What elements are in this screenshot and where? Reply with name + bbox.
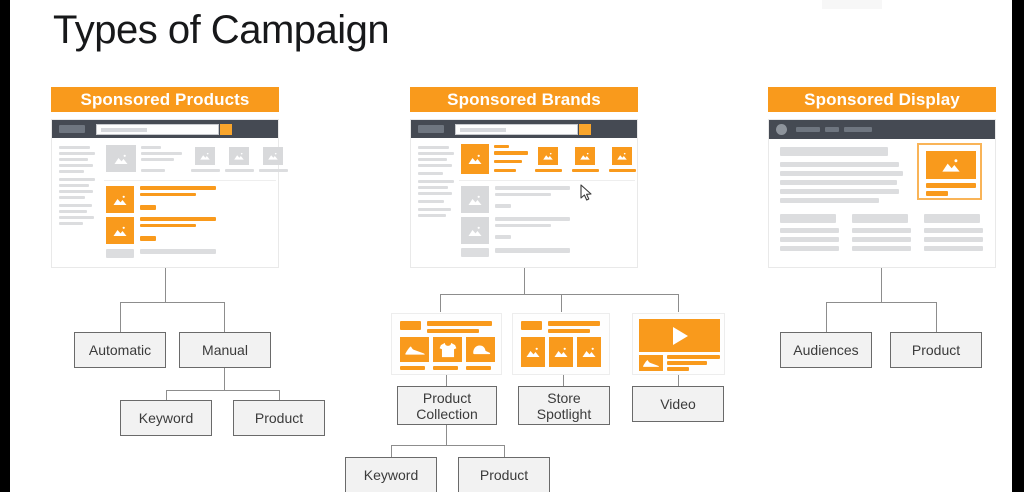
search-icon[interactable] — [579, 124, 591, 135]
nav-item[interactable] — [844, 127, 872, 132]
connector — [440, 294, 678, 295]
search-input[interactable] — [455, 124, 578, 135]
brand-image-placeholder-icon — [538, 147, 558, 165]
brand-image-placeholder-icon — [461, 144, 489, 174]
mockup-sponsored-products — [51, 119, 288, 268]
connector — [120, 302, 121, 332]
brand-image-placeholder-icon — [575, 147, 595, 165]
node-sd-product[interactable]: Product — [890, 332, 982, 368]
node-sp-keyword[interactable]: Keyword — [120, 400, 212, 436]
mock-body — [52, 138, 288, 267]
connector — [504, 445, 505, 457]
connector — [936, 302, 937, 332]
banner-sponsored-products: Sponsored Products — [51, 87, 279, 112]
t-shirt-icon — [433, 337, 462, 362]
connector — [166, 390, 167, 400]
image-placeholder-icon — [229, 147, 249, 165]
image-placeholder-icon — [195, 147, 215, 165]
amazon-logo-icon — [418, 125, 444, 133]
node-manual[interactable]: Manual — [179, 332, 271, 368]
connector — [165, 268, 166, 302]
image-placeholder-icon — [549, 337, 573, 367]
node-audiences[interactable]: Audiences — [780, 332, 872, 368]
banner-sponsored-display: Sponsored Display — [768, 87, 996, 112]
connector — [391, 445, 504, 446]
thumbnail-video — [632, 313, 725, 375]
image-placeholder-icon — [521, 337, 545, 367]
connector — [224, 302, 225, 332]
mock-body — [411, 138, 637, 267]
search-input[interactable] — [96, 124, 219, 135]
slide-canvas: Types of Campaign Sponsored Products Spo… — [10, 0, 1012, 492]
node-store-spotlight[interactable]: Store Spotlight — [518, 386, 610, 425]
avatar — [776, 124, 787, 135]
connector — [826, 302, 936, 303]
mock-navbar — [769, 120, 995, 139]
connector — [561, 294, 562, 312]
sponsored-image-placeholder-icon — [106, 186, 134, 213]
node-product-collection[interactable]: Product Collection — [397, 386, 497, 425]
connector — [678, 375, 679, 386]
connector — [440, 294, 441, 312]
nav-item[interactable] — [796, 127, 820, 132]
connector — [678, 294, 679, 312]
mockup-sponsored-display — [768, 119, 996, 268]
thumbnail-product-collection — [391, 313, 502, 375]
top-artifact — [822, 0, 882, 9]
mockup-sponsored-brands — [410, 119, 638, 268]
banner-sponsored-brands: Sponsored Brands — [410, 87, 638, 112]
image-placeholder-icon — [263, 147, 283, 165]
connector — [563, 375, 564, 386]
connector — [524, 268, 525, 294]
connector — [391, 445, 392, 457]
shoe-icon — [639, 355, 663, 371]
mock-body — [769, 138, 995, 267]
shoe-icon — [400, 337, 429, 362]
node-sb-product[interactable]: Product — [458, 457, 550, 492]
connector — [224, 368, 225, 390]
connector — [279, 390, 280, 400]
connector — [446, 375, 447, 386]
connector — [881, 268, 882, 302]
image-placeholder-icon — [577, 337, 601, 367]
search-icon[interactable] — [220, 124, 232, 135]
ad-image-placeholder-icon — [926, 151, 976, 179]
connector — [166, 390, 279, 391]
page-title: Types of Campaign — [53, 8, 390, 52]
sponsored-image-placeholder-icon — [106, 217, 134, 244]
image-placeholder-icon — [461, 186, 489, 213]
mock-navbar — [411, 120, 637, 138]
node-sp-product[interactable]: Product — [233, 400, 325, 436]
image-placeholder-icon — [106, 145, 136, 172]
connector — [826, 302, 827, 332]
display-ad-card[interactable] — [917, 143, 982, 200]
image-placeholder-icon — [461, 217, 489, 244]
nav-item[interactable] — [825, 127, 839, 132]
node-video[interactable]: Video — [632, 386, 724, 422]
brand-image-placeholder-icon — [612, 147, 632, 165]
cap-icon — [466, 337, 495, 362]
mock-navbar — [52, 120, 278, 138]
mouse-pointer-icon — [580, 184, 592, 206]
node-sb-keyword[interactable]: Keyword — [345, 457, 437, 492]
node-automatic[interactable]: Automatic — [74, 332, 166, 368]
amazon-logo-icon — [59, 125, 85, 133]
thumbnail-store-spotlight — [512, 313, 610, 375]
connector — [120, 302, 225, 303]
connector — [446, 425, 447, 445]
play-triangle-icon — [639, 319, 720, 352]
